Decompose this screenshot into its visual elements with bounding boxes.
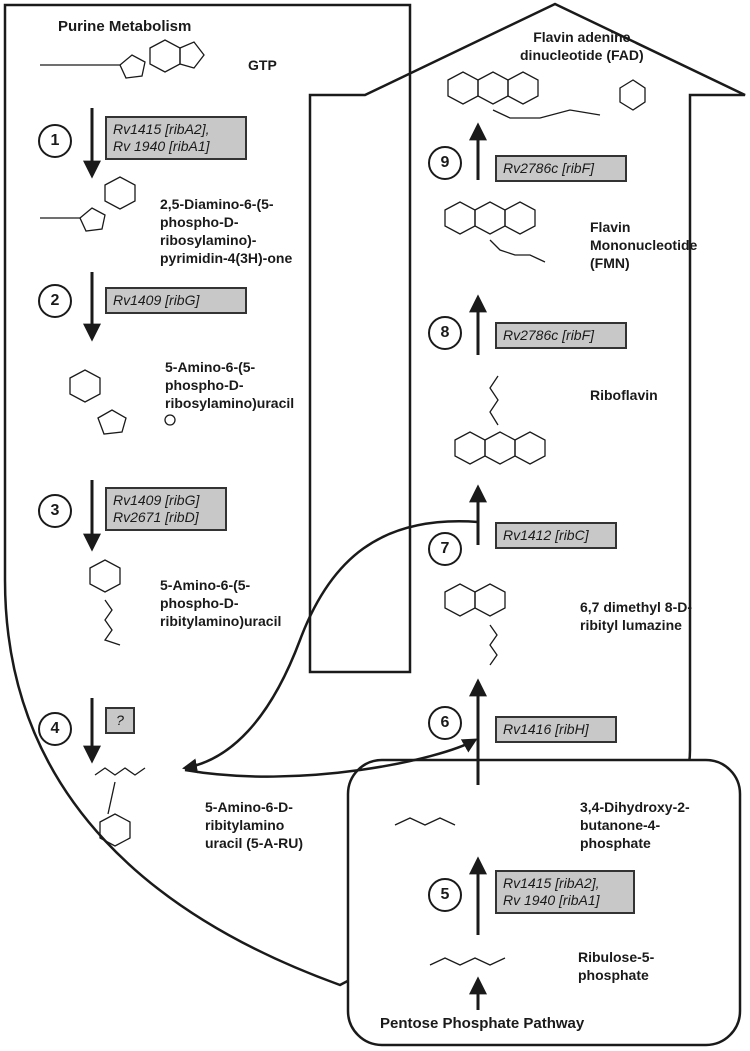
diamino-label: 2,5-Diamino-6-(5- phospho-D- ribosylamin… bbox=[160, 196, 293, 266]
diamino-structure bbox=[40, 176, 136, 232]
dhbp-structure bbox=[394, 817, 456, 826]
dhbp-label: 3,4-Dihydroxy-2- butanone-4- phosphate bbox=[580, 799, 690, 851]
step-9-number: 9 bbox=[428, 146, 462, 180]
riboflavin-label: Riboflavin bbox=[590, 387, 658, 403]
enzyme-box-step-6: Rv1416 [ribH] bbox=[495, 716, 617, 743]
fad-label: Flavin adenine dinucleotide (FAD) bbox=[520, 29, 644, 63]
enzyme-box-step-9: Rv2786c [ribF] bbox=[495, 155, 627, 182]
ribitylamino-structure bbox=[89, 559, 121, 646]
step-3-number: 3 bbox=[38, 494, 72, 528]
step-1-number: 1 bbox=[38, 124, 72, 158]
fmn-structure bbox=[444, 201, 546, 263]
fad-structure bbox=[447, 71, 646, 119]
step-7-number: 7 bbox=[428, 532, 462, 566]
lumazine-label: 6,7 dimethyl 8-D- ribityl lumazine bbox=[580, 599, 693, 633]
pathway-outline bbox=[3, 2, 746, 987]
step-6-number: 6 bbox=[428, 706, 462, 740]
enzyme-box-step-1: Rv1415 [ribA2], Rv 1940 [ribA1] bbox=[105, 116, 247, 160]
enzyme-box-step-5: Rv1415 [ribA2], Rv 1940 [ribA1] bbox=[495, 870, 635, 914]
step-4-number: 4 bbox=[38, 712, 72, 746]
enzyme-box-step-4: ? bbox=[105, 707, 135, 734]
enzyme-box-step-3: Rv1409 [ribG] Rv2671 [ribD] bbox=[105, 487, 227, 531]
arrow-riboflavin-to-aru bbox=[182, 520, 479, 774]
pentose-phosphate-title: Pentose Phosphate Pathway bbox=[380, 1015, 585, 1032]
arrow-aru-to-lumazine bbox=[184, 738, 478, 778]
enzyme-box-step-2: Rv1409 [ribG] bbox=[105, 287, 247, 314]
purine-metabolism-title: Purine Metabolism bbox=[58, 18, 192, 35]
gtp-label: GTP bbox=[248, 57, 277, 73]
enzyme-box-step-8: Rv2786c [ribF] bbox=[495, 322, 627, 349]
riboflavin-structure bbox=[454, 375, 546, 465]
enzyme-box-step-7: Rv1412 [ribC] bbox=[495, 522, 617, 549]
ribosylamino-structure bbox=[69, 369, 176, 435]
ribosylamino-uracil-label: 5-Amino-6-(5- phospho-D- ribosylamino)ur… bbox=[165, 359, 295, 411]
fmn-label: Flavin Mononucleotide (FMN) bbox=[590, 219, 698, 271]
gtp-structure bbox=[40, 39, 205, 79]
ribulose-label: Ribulose-5- phosphate bbox=[578, 949, 655, 983]
ribulose-structure bbox=[429, 957, 506, 966]
step-8-number: 8 bbox=[428, 316, 462, 350]
aru-label: 5-Amino-6-D- ribitylamino uracil (5-A-RU… bbox=[205, 799, 304, 851]
lumazine-structure bbox=[444, 583, 506, 666]
step-2-number: 2 bbox=[38, 284, 72, 318]
ribitylamino-uracil-label: 5-Amino-6-(5- phospho-D- ribitylamino)ur… bbox=[160, 577, 282, 629]
step-5-number: 5 bbox=[428, 878, 462, 912]
aru-structure bbox=[94, 767, 146, 847]
